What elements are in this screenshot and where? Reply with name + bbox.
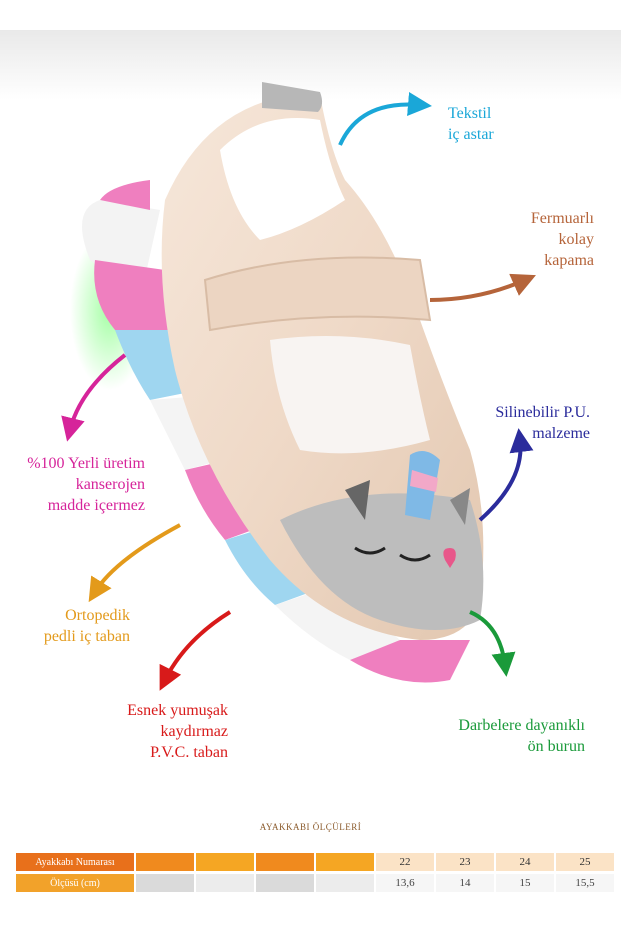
label-closure: Fermuarlı kolay kapama: [530, 210, 594, 269]
size-table-title: AYAKKABI ÖLÇÜLERİ: [259, 822, 362, 832]
shoe-image: [70, 82, 484, 683]
size-cell: 25: [555, 852, 615, 872]
length-cell-empty: [195, 873, 255, 893]
length-cell: 15: [495, 873, 555, 893]
length-row: Ölçüsü (cm) 13,6 14 15 15,5: [15, 873, 615, 893]
length-cell-empty: [135, 873, 195, 893]
size-cell-empty: [255, 852, 315, 872]
label-material: Silinebilir P.U. malzeme: [495, 404, 590, 442]
length-cell: 13,6: [375, 873, 435, 893]
label-sole: Esnek yumuşak kaydırmaz P.V.C. taban: [127, 702, 228, 761]
length-cell: 15,5: [555, 873, 615, 893]
label-lining: Tekstil iç astar: [448, 105, 494, 143]
length-row-header: Ölçüsü (cm): [15, 873, 135, 893]
size-cell: 24: [495, 852, 555, 872]
length-cell-empty: [315, 873, 375, 893]
background-gradient: [0, 30, 621, 100]
length-cell: 14: [435, 873, 495, 893]
label-origin: %100 Yerli üretim kanserojen madde içerm…: [27, 455, 145, 514]
label-insole: Ortopedik pedli iç taban: [43, 607, 130, 645]
size-cell: 23: [435, 852, 495, 872]
size-row: Ayakkabı Numarası 22 23 24 25: [15, 852, 615, 872]
size-cell-empty: [315, 852, 375, 872]
size-row-header: Ayakkabı Numarası: [15, 852, 135, 872]
size-cell-empty: [195, 852, 255, 872]
size-cell: 22: [375, 852, 435, 872]
label-toe: Darbelere dayanıklı ön burun: [458, 717, 585, 755]
length-cell-empty: [255, 873, 315, 893]
size-cell-empty: [135, 852, 195, 872]
